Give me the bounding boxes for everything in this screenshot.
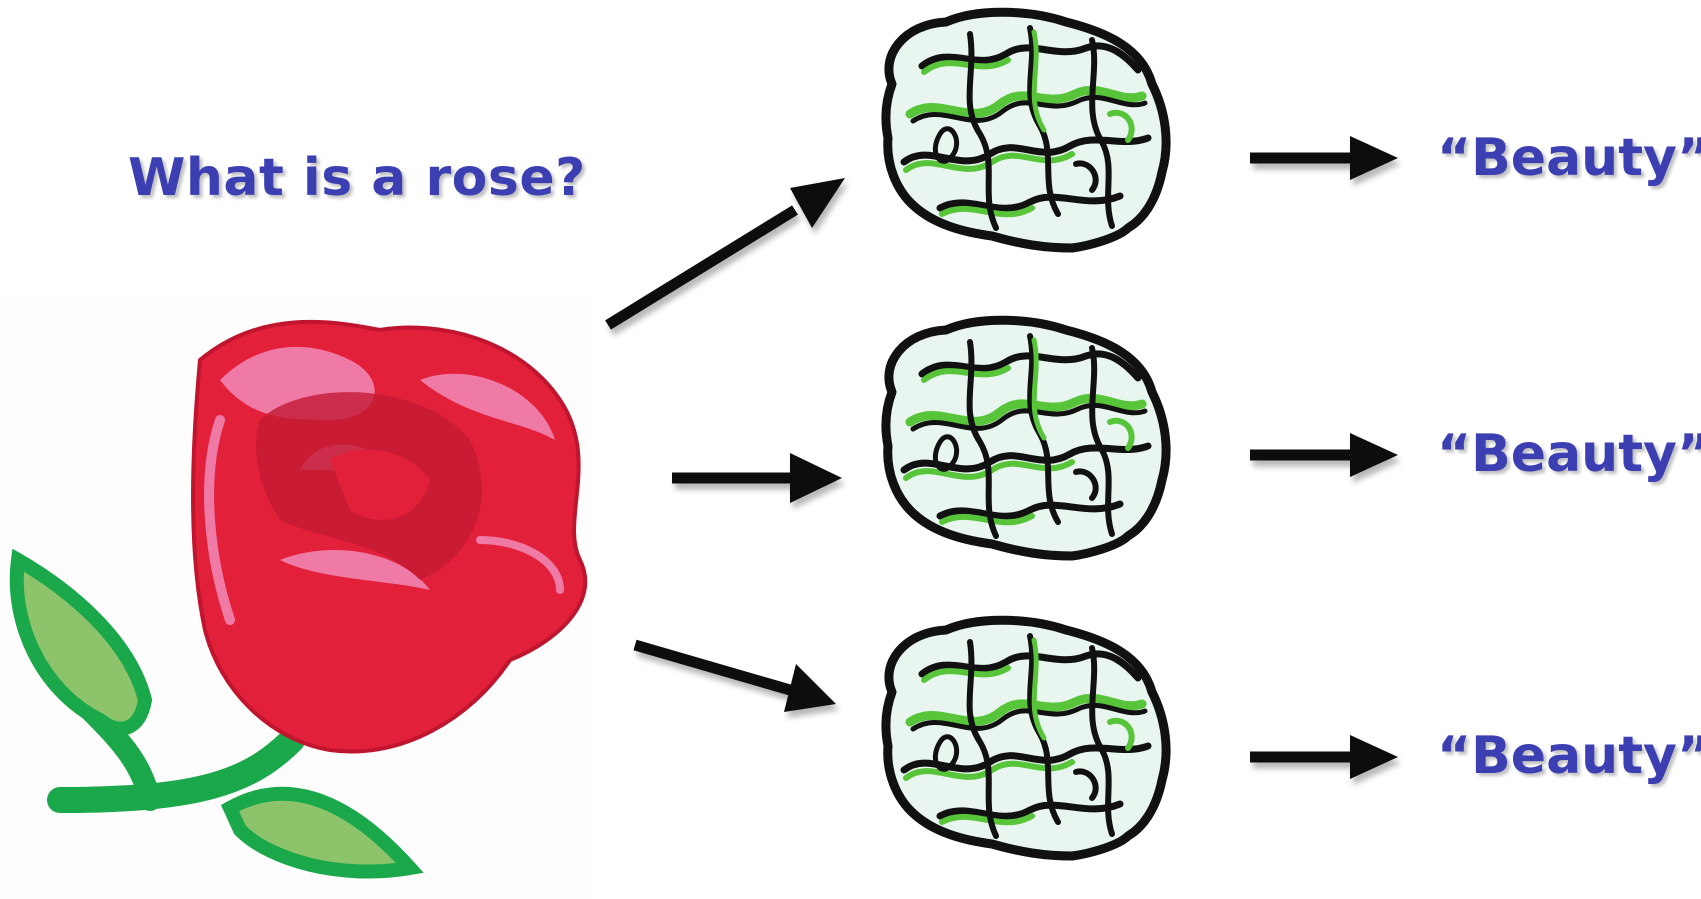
arrow-icon	[1250, 136, 1398, 180]
question-title: What is a rose?	[128, 148, 586, 208]
response-label: “Beauty”	[1437, 424, 1701, 484]
brain-icon	[886, 320, 1166, 556]
brain-icon	[886, 12, 1166, 248]
rose-icon	[0, 300, 590, 899]
arrow-icon	[672, 453, 842, 503]
arrow-icon	[1250, 433, 1398, 477]
arrow-icon	[608, 178, 845, 325]
brain-icon	[886, 620, 1166, 856]
response-label: “Beauty”	[1437, 128, 1701, 188]
response-label: “Beauty”	[1437, 726, 1701, 786]
arrow-icon	[635, 645, 836, 712]
arrow-icon	[1250, 735, 1398, 779]
